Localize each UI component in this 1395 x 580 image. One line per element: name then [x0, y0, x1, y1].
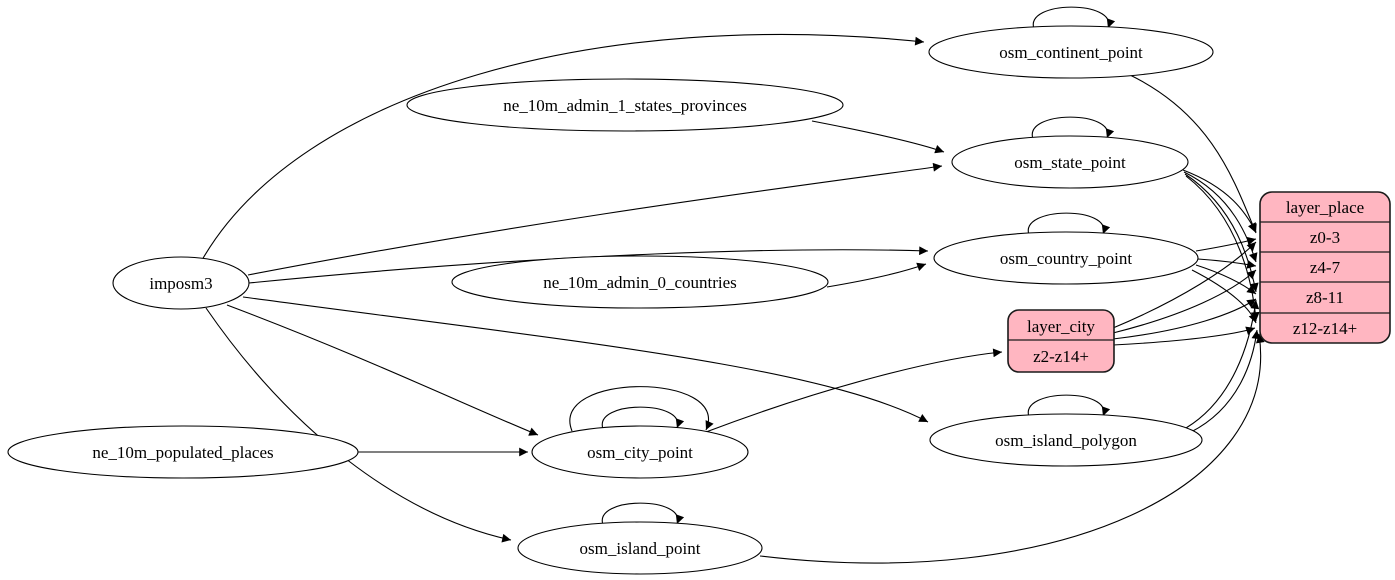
record-layer_place-title: layer_place: [1286, 198, 1364, 217]
node-osm_island_polygon-label: osm_island_polygon: [995, 431, 1137, 450]
node-osm_island_point: osm_island_point: [517, 521, 763, 575]
node-ne_10m_admin_0_countries-shape: [451, 255, 829, 309]
edge-osm_city_point-self-2: [569, 386, 714, 432]
record-layer_place-row-z4-7: z4-7: [1310, 258, 1341, 277]
node-osm_city_point-label: osm_city_point: [587, 443, 693, 462]
record-layer_city-title: layer_city: [1027, 317, 1095, 336]
edge-osm_island_point-self: [601, 502, 685, 526]
edge-imposm3-osm_state_point: [247, 162, 943, 276]
record-layer_place-row-z8-11: z8-11: [1306, 288, 1344, 307]
edge-osm_state_point-layer_place-z12-z14: [1185, 175, 1260, 322]
node-ne_10m_admin_1_states_provinces: ne_10m_admin_1_states_provinces: [406, 78, 844, 132]
record-layer_place-box: [1259, 191, 1391, 344]
edge-osm_state_point-layer_place-z0-3: [1182, 169, 1257, 233]
node-osm_state_point: osm_state_point: [951, 135, 1189, 189]
node-osm_country_point-shape: [933, 231, 1199, 285]
node-imposm3-label: imposm3: [149, 274, 212, 293]
edge-osm_country_point-layer_place-z8-11: [1195, 264, 1257, 295]
node-ne_10m_populated_places-label: ne_10m_populated_places: [92, 443, 273, 462]
node-osm_island_polygon-shape: [929, 413, 1203, 467]
record-layer_place-row-z12-z14: z12-z14+: [1293, 319, 1357, 338]
record-layer_place-row-z0-3: z0-3: [1310, 228, 1340, 247]
node-ne_10m_admin_1_states_provinces-shape: [406, 78, 844, 132]
node-osm_island_polygon: osm_island_polygon: [929, 413, 1203, 467]
record-layer_place: layer_place z0-3 z4-7 z8-11 z12-z14+: [1259, 191, 1391, 344]
node-osm_island_point-shape: [517, 521, 763, 575]
edge-osm_state_point-layer_place-z8-11: [1184, 173, 1259, 293]
edge-osm_country_point-layer_place-z4-7: [1197, 258, 1257, 269]
node-osm_state_point-label: osm_state_point: [1014, 153, 1126, 172]
edge-osm_island_point-layer_place-z12-z14: [759, 333, 1265, 564]
edge-layer_city-layer_place-z12-z14: [1112, 326, 1256, 346]
edge-imposm3-osm_island_polygon: [242, 296, 929, 423]
node-osm_continent_point-shape: [928, 25, 1214, 79]
edge-imposm3-osm_country_point: [248, 246, 929, 284]
edge-osm_city_point-self-1: [601, 406, 685, 430]
edge-osm_country_point-self: [1027, 212, 1111, 236]
edge-osm_island_polygon-layer_place-z12-z14: [1190, 329, 1261, 433]
record-layer_city: layer_city z2-z14+: [1007, 309, 1115, 373]
node-ne_10m_populated_places-shape: [7, 425, 359, 479]
edges-group: [201, 6, 1265, 564]
edge-osm_continent_point-self: [1032, 6, 1116, 30]
edge-ne_10m_admin_0_countries-osm_country_point: [826, 262, 927, 288]
edge-imposm3-osm_island_point: [205, 307, 512, 543]
edge-osm_country_point-layer_place-z12-z14: [1191, 269, 1257, 324]
edge-imposm3-osm_city_point: [226, 304, 539, 436]
edge-imposm3-osm_continent_point: [201, 33, 925, 261]
edge-osm_country_point-layer_place-z0-3: [1195, 236, 1257, 252]
node-ne_10m_admin_0_countries-label: ne_10m_admin_0_countries: [543, 273, 737, 292]
edge-osm_state_point-layer_place-z4-7: [1183, 171, 1258, 263]
edge-layer_city-layer_place-z4-7: [1112, 269, 1257, 334]
node-osm_continent_point: osm_continent_point: [928, 25, 1214, 79]
node-osm_state_point-shape: [951, 135, 1189, 189]
node-ne_10m_admin_0_countries: ne_10m_admin_0_countries: [451, 255, 829, 309]
node-osm_country_point: osm_country_point: [933, 231, 1199, 285]
nodes-group: imposm3 ne_10m_admin_1_states_provinces …: [7, 25, 1214, 575]
node-ne_10m_populated_places: ne_10m_populated_places: [7, 425, 359, 479]
edge-layer_city-layer_place-z8-11: [1112, 298, 1257, 340]
node-osm_country_point-label: osm_country_point: [1000, 249, 1132, 268]
node-osm_island_point-label: osm_island_point: [580, 539, 701, 558]
node-osm_city_point: osm_city_point: [531, 425, 749, 479]
record-layer_city-box: [1007, 309, 1115, 373]
edge-layer_city-layer_place-z0-3: [1112, 241, 1257, 329]
record-layer_city-row-z2-z14: z2-z14+: [1033, 347, 1089, 366]
node-osm_continent_point-label: osm_continent_point: [999, 43, 1143, 62]
edge-osm_island_polygon-layer_place-z8-11: [1185, 299, 1260, 429]
edge-ne_10m_admin_1_states_provinces-osm_state_point: [811, 120, 945, 154]
node-imposm3: imposm3: [112, 256, 250, 310]
edge-osm_continent_point-layer_place-z0-3: [1129, 74, 1257, 234]
node-imposm3-shape: [112, 256, 250, 310]
node-ne_10m_admin_1_states_provinces-label: ne_10m_admin_1_states_provinces: [503, 96, 747, 115]
edge-osm_island_polygon-self: [1027, 394, 1111, 418]
node-osm_city_point-shape: [531, 425, 749, 479]
edge-osm_city_point-layer_city-z2-z14: [705, 348, 1003, 433]
edge-osm_state_point-self: [1031, 116, 1115, 140]
